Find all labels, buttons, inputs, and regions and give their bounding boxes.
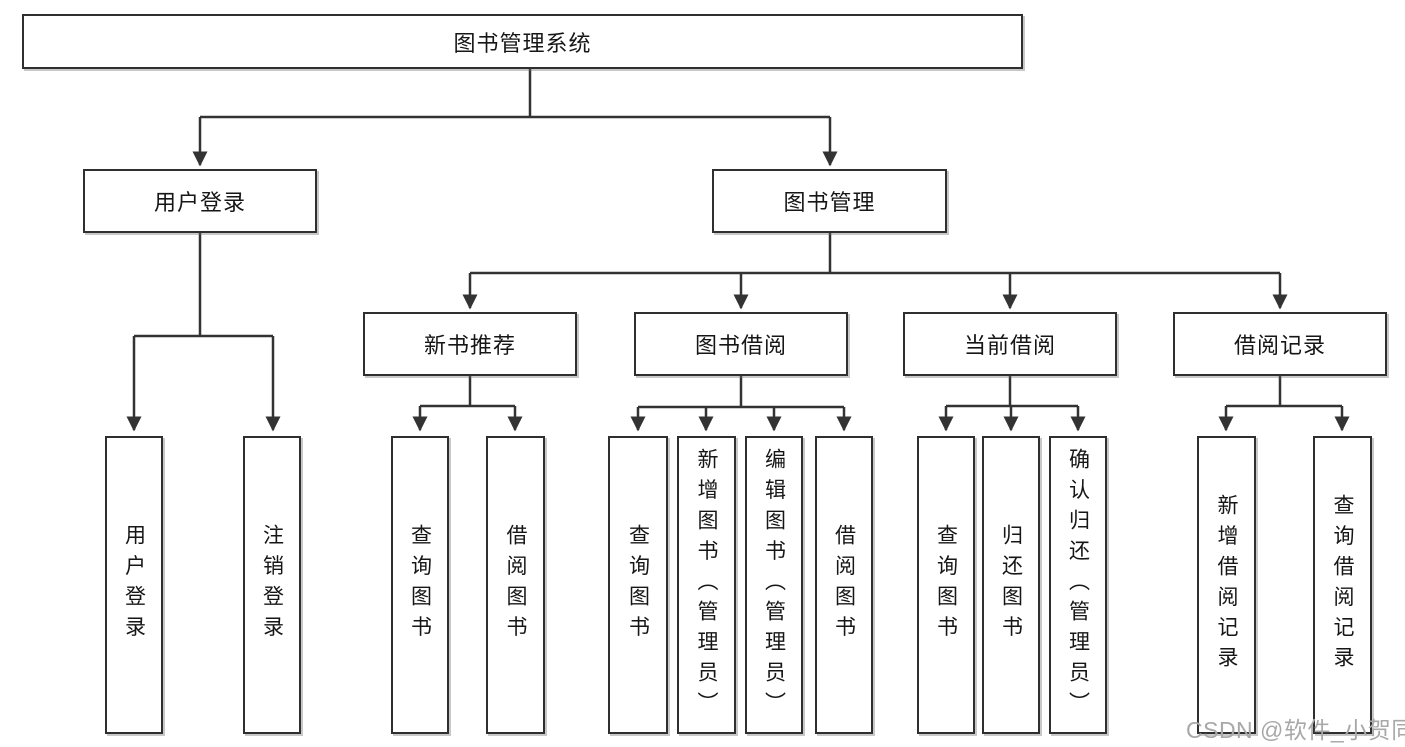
leaf-logout: 注销登录 [243, 436, 301, 734]
node-label: 查询借阅记录 [1331, 493, 1354, 677]
leaf-records-query-borrow-record: 查询借阅记录 [1313, 436, 1372, 734]
node-label: 新书推荐 [423, 333, 516, 358]
leaf-borrowing-edit-books-admin: 编辑图书（管理员） [745, 436, 803, 734]
node-label: 编辑图书（管理员） [762, 447, 786, 723]
leaf-current-return-books: 归还图书 [982, 436, 1040, 734]
node-label: 当前借阅 [963, 333, 1056, 358]
node-label: 注销登录 [260, 524, 284, 646]
node-book-borrowing: 图书借阅 [634, 312, 848, 376]
node-label: 新增图书（管理员） [695, 447, 718, 723]
node-label: 查询图书 [626, 524, 650, 646]
node-label: 新增借阅记录 [1215, 493, 1238, 677]
node-label: 查询图书 [408, 524, 432, 646]
node-label: 借阅图书 [504, 524, 527, 646]
leaf-recommend-borrow-books: 借阅图书 [486, 436, 545, 734]
node-label: 借阅记录 [1233, 333, 1326, 358]
node-label: 确认归还（管理员） [1066, 447, 1090, 723]
node-label: 归还图书 [999, 524, 1023, 646]
node-label: 用户登录 [153, 190, 246, 215]
leaf-borrowing-borrow-books: 借阅图书 [815, 436, 873, 734]
node-borrowing-records: 借阅记录 [1173, 312, 1387, 376]
leaf-recommend-query-books: 查询图书 [391, 436, 449, 734]
node-label: 查询图书 [934, 524, 958, 646]
csdn-watermark: CSDN @软件_小贺同学 [1186, 717, 1405, 743]
leaf-records-add-borrow-record: 新增借阅记录 [1197, 436, 1256, 734]
leaf-borrowing-add-books-admin: 新增图书（管理员） [677, 436, 736, 734]
node-book-management: 图书管理 [712, 169, 947, 233]
leaf-user-login: 用户登录 [105, 436, 163, 734]
leaf-borrowing-query-books: 查询图书 [608, 436, 668, 734]
node-label: 用户登录 [122, 524, 146, 646]
node-label: 图书借阅 [694, 333, 787, 358]
leaf-current-query-books: 查询图书 [917, 436, 975, 734]
node-new-book-recommendation: 新书推荐 [363, 312, 577, 376]
node-library-management-system: 图书管理系统 [22, 14, 1023, 69]
node-label: 图书管理 [783, 190, 876, 215]
node-label: 借阅图书 [832, 524, 856, 646]
node-user-login: 用户登录 [83, 169, 317, 233]
node-current-borrowing: 当前借阅 [903, 312, 1117, 376]
node-label: 图书管理系统 [453, 30, 592, 56]
leaf-current-confirm-return-admin: 确认归还（管理员） [1049, 436, 1107, 734]
